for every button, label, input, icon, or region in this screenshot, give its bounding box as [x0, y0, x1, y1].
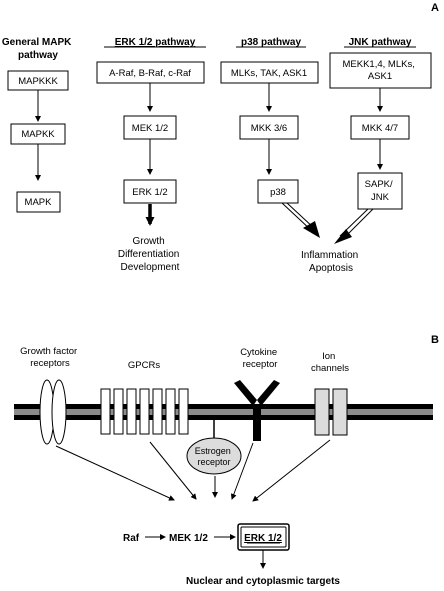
arrow-ion-to-cascade	[252, 439, 331, 502]
erk-label: ERK 1/2	[132, 187, 167, 198]
mapk-box	[16, 191, 61, 213]
mapkk-label: MAPKK	[21, 129, 55, 140]
erk-title: ERK 1/2 pathway	[115, 37, 196, 48]
sapk-label: SAPK/ JNK	[365, 179, 396, 203]
double-arrow-jnk-head	[334, 229, 352, 244]
arrow-cytokine-to-cascade	[230, 442, 254, 500]
ion-channel	[314, 388, 348, 436]
panel-a-label: A	[431, 2, 439, 14]
converging-arrows	[55, 439, 331, 502]
estrogen-receptor	[186, 437, 242, 475]
mapkkk-label: MAPKKK	[18, 76, 58, 87]
double-arrow-p38-head	[303, 221, 320, 238]
ion-channels-label: Ion channels	[311, 351, 349, 374]
panel-b-label: B	[431, 334, 439, 346]
mkk36-label: MKK 3/6	[251, 123, 287, 134]
mekk-box	[329, 52, 432, 89]
mapk-label: MAPK	[25, 197, 53, 208]
gpcrs-label: GPCRs	[128, 360, 160, 371]
erk-column: ERK 1/2 pathway A-Raf, B-Raf, c-Raf MEK …	[96, 37, 206, 273]
cascade-erk: ERK 1/2	[244, 533, 282, 544]
arrow-gf-to-cascade	[55, 445, 175, 501]
erk-outcome: Growth Differentiation Development	[118, 236, 182, 273]
p38-title: p38 pathway	[241, 37, 301, 48]
erk-double-box-inner	[240, 526, 287, 548]
arrow-gpcr-to-cascade	[149, 441, 197, 500]
cascade-raf: Raf	[123, 533, 140, 544]
cascade-mek: MEK 1/2	[169, 533, 208, 544]
erk-cascade: Raf MEK 1/2 ERK 1/2	[123, 523, 290, 569]
sapk-box	[357, 172, 403, 210]
gpcr-helices	[100, 388, 189, 435]
targets-label: Nuclear and cytoplasmic targets	[186, 576, 340, 587]
general-mapk-column: General MAPK pathway MAPKKK MAPKK MAPK	[2, 37, 74, 213]
mlks-label: MLKs, TAK, ASK1	[231, 68, 307, 79]
cytokine-receptor	[234, 380, 280, 441]
cell-membrane	[14, 404, 433, 420]
jnk-title: JNK pathway	[349, 37, 412, 48]
general-title: General MAPK pathway	[2, 37, 74, 61]
jnk-column: JNK pathway MEKK1,4, MLKs, ASK1 MKK 4/7 …	[329, 37, 432, 244]
cytokine-label: Cytokine receptor	[240, 347, 280, 370]
mkk47-label: MKK 4/7	[362, 123, 398, 134]
p38-box	[257, 179, 299, 204]
estrogen-label: Estrogen receptor	[195, 446, 234, 467]
p38-column: p38 pathway MLKs, TAK, ASK1 MKK 3/6 p38	[220, 37, 320, 238]
growth-factor-label: Growth factor receptors	[20, 346, 80, 369]
p38-label: p38	[270, 187, 286, 198]
mek-label: MEK 1/2	[132, 123, 168, 134]
erk-box	[123, 179, 177, 204]
growth-factor-receptor	[39, 379, 67, 445]
mekk-label: MEKK1,4, MLKs, ASK1	[343, 59, 418, 82]
inflammation-outcome: Inflammation Apoptosis	[301, 250, 361, 274]
raf-label: A-Raf, B-Raf, c-Raf	[109, 68, 191, 79]
